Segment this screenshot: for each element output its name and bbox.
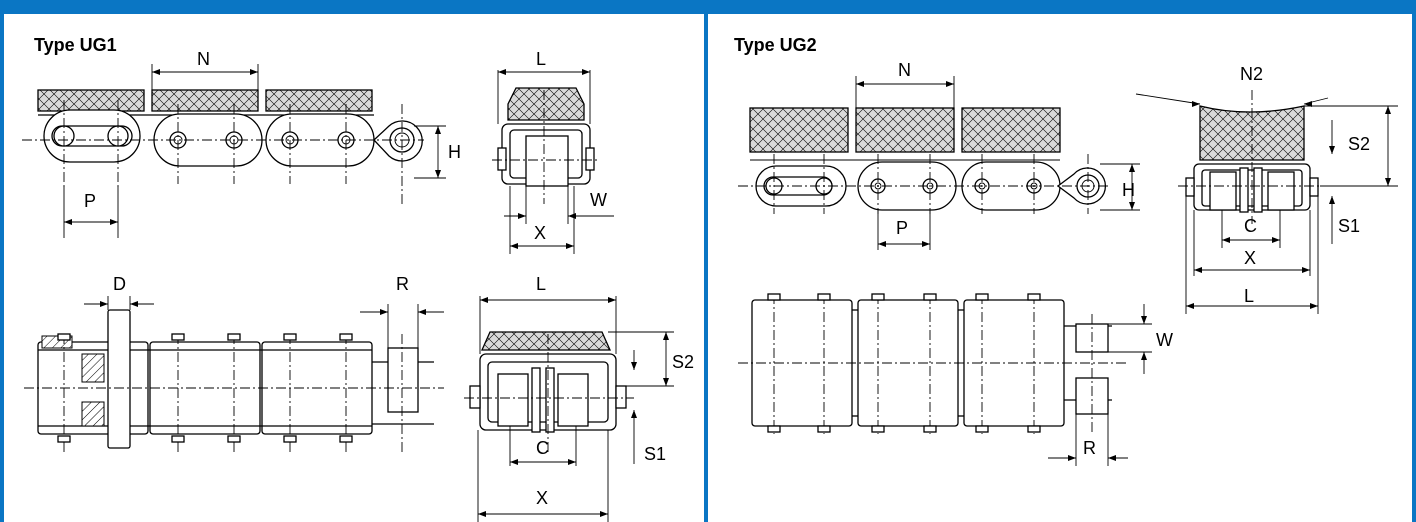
panel-title-ug1: Type UG1 [34,35,117,55]
dim-w: W [590,190,607,210]
panel-title-ug2: Type UG2 [734,35,817,55]
pad-3 [961,107,1061,153]
top-bar [0,0,1416,14]
dim-w-ug2: W [1156,330,1173,350]
dim-h-ug2: H [1122,180,1135,200]
dim-c: C [536,438,549,458]
dim-l-bottom: L [536,274,546,294]
ug2-plan-view: W R [738,293,1173,466]
pad-2 [855,107,955,153]
ug1-plan-view: D R [24,274,444,454]
pin-d [107,309,131,449]
pad-1 [749,107,849,153]
dim-n2: N2 [1240,64,1263,84]
dim-n: N [197,49,210,69]
ug1-side-view: N H P [22,49,461,238]
dim-n-ug2: N [898,60,911,80]
ug2-drawing: N H P [738,60,1398,466]
ug1-end-view-bottom: L S2 S1 C [464,274,694,522]
ug1-end-view-top: L W X [492,49,614,254]
dim-c-ug2: C [1244,216,1257,236]
top-pad-1 [37,89,145,112]
ug1-drawing: N H P [22,49,694,522]
panel-type-ug2: Type UG2 [704,14,1416,522]
dim-x-ug2: X [1244,248,1256,268]
dim-s2-ug2: S2 [1348,134,1370,154]
dim-r: R [396,274,409,294]
ug2-end-view: N2 S2 S1 C [1135,64,1398,314]
dim-l-ug2: L [1244,286,1254,306]
top-pad-2 [151,89,259,112]
dim-p: P [84,191,96,211]
dim-s1-ug2: S1 [1338,216,1360,236]
dim-l-top: L [536,49,546,69]
ug2-side-view: N H P [738,60,1140,250]
dim-x-top: X [534,223,546,243]
panel-type-ug1: Type UG1 [0,14,708,522]
dim-d: D [113,274,126,294]
dim-x-bottom: X [536,488,548,508]
dim-s1: S1 [644,444,666,464]
dim-p-ug2: P [896,218,908,238]
dim-r-ug2: R [1083,438,1096,458]
top-pad-3 [265,89,373,112]
dim-s2: S2 [672,352,694,372]
dim-h: H [448,142,461,162]
